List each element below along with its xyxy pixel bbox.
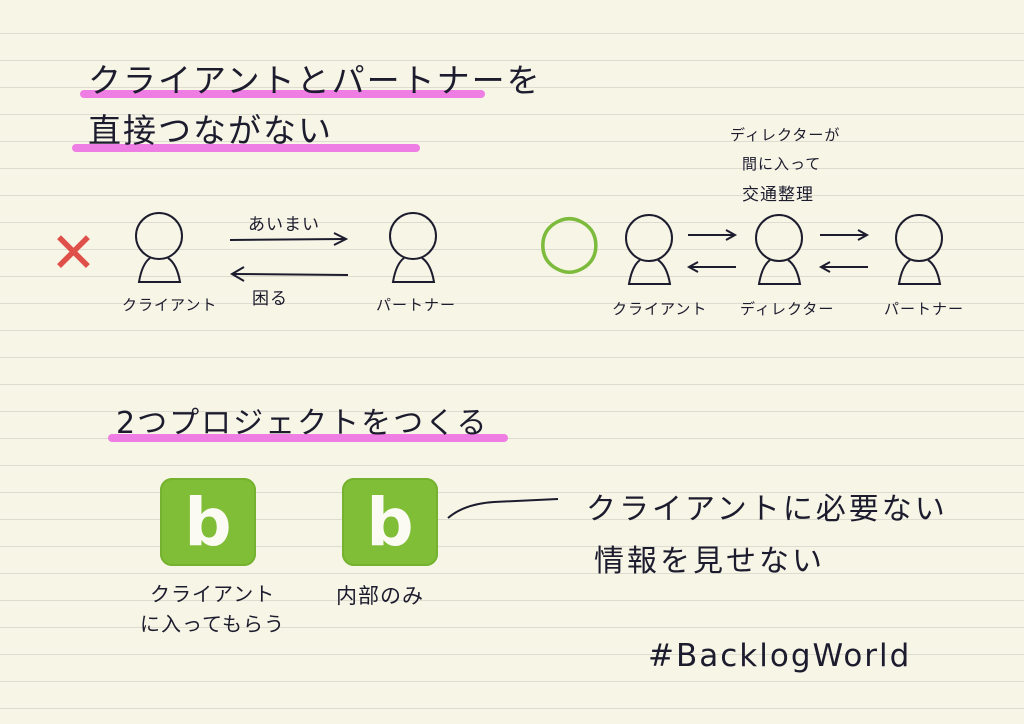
partner-label-2: パートナー [884, 300, 965, 318]
heading1-line2: 直接つながない [88, 111, 333, 150]
director-note-line3: 交通整理 [742, 185, 814, 205]
director-label: ディレクター [740, 300, 835, 318]
internal-project-caption: 内部のみ [336, 584, 424, 608]
arrow-right-icon-3 [820, 229, 870, 241]
heading2-underline [108, 434, 508, 442]
arrow-left-icon [230, 266, 349, 282]
director-note-line1: ディレクターが [730, 126, 841, 144]
logo-letter: b [184, 484, 232, 561]
logo-letter: b [366, 484, 414, 561]
heading2-text: 2つプロジェクトをつくる [116, 406, 489, 441]
arrow-right-label: あいまい [248, 215, 320, 235]
partner-person-icon-2 [895, 214, 943, 285]
arrow-right-icon [229, 232, 349, 246]
arrow-right-icon-2 [688, 229, 738, 241]
client-person-icon [135, 212, 183, 283]
arrow-left-icon-3 [818, 261, 868, 273]
hashtag: #BacklogWorld [648, 638, 912, 674]
internal-note-line1: クライアントに必要ない [586, 492, 948, 527]
client-label: クライアント [122, 296, 218, 314]
backlog-logo-icon-client: b [160, 478, 256, 566]
heading1-underline-2 [72, 144, 420, 152]
arrow-left-label: 困る [252, 289, 288, 309]
partner-person-icon [389, 212, 437, 283]
arrow-left-icon-2 [686, 261, 736, 273]
partner-label: パートナー [376, 296, 457, 314]
client-person-icon-2 [625, 214, 673, 285]
backlog-logo-icon-internal: b [342, 478, 438, 566]
heading1-line1: クライアントとパートナーを [88, 61, 542, 100]
heading1-underline-1 [80, 90, 485, 98]
director-person-icon [755, 214, 803, 285]
client-label-2: クライアント [612, 300, 708, 318]
client-project-caption-2: に入ってもらう [140, 612, 285, 636]
director-note-line2: 間に入って [742, 155, 822, 173]
client-project-caption-1: クライアント [150, 582, 276, 606]
cross-mark: ✕ [50, 221, 97, 286]
circle-mark: ◯ [538, 209, 601, 274]
internal-note-line2: 情報を見せない [594, 544, 825, 579]
connector-line [447, 498, 559, 519]
